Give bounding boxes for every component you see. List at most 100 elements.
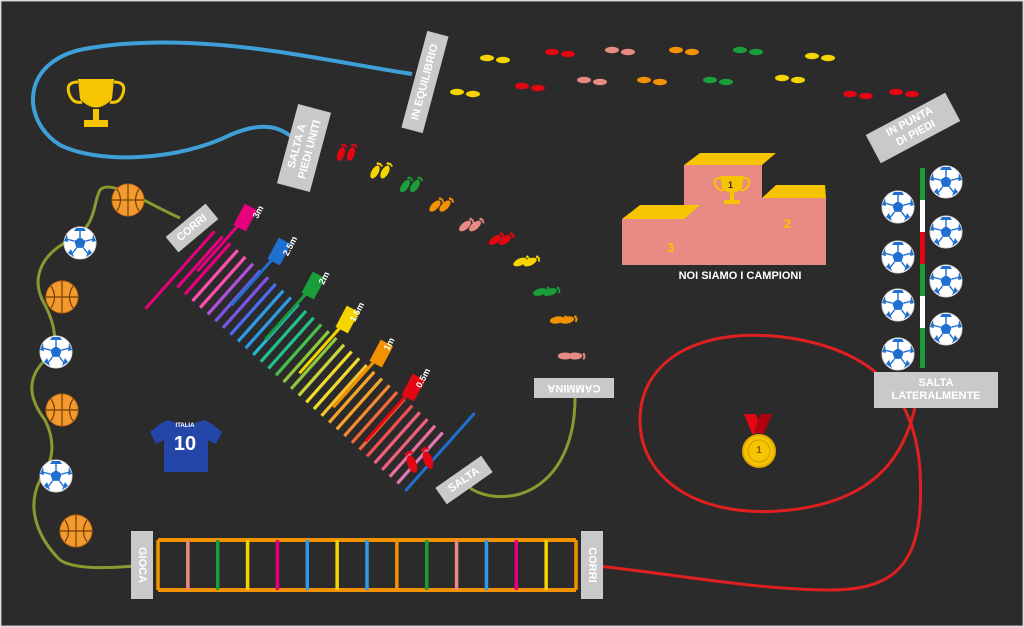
ladder-rung — [312, 357, 361, 411]
soccer-ball-icon — [39, 335, 73, 369]
tiptoe-print — [577, 76, 591, 84]
sign-salta-lateralmente: SALTA LATERALMENTE — [874, 372, 998, 408]
tiptoe-print — [480, 54, 494, 62]
tricolor-pole — [920, 168, 925, 368]
soccer-ball-icon — [881, 288, 915, 322]
tiptoe-print — [859, 92, 873, 100]
ladder-rung — [183, 242, 232, 296]
tiptoe-print — [805, 52, 819, 60]
sign-gioca: GIOCA — [131, 531, 153, 599]
footprint-trail-tiptoe — [450, 46, 919, 100]
ladder-rung — [305, 350, 353, 404]
ladder-rung — [282, 330, 331, 384]
ladder-rung — [396, 431, 444, 485]
ladder-rung — [229, 282, 277, 336]
distance-marker — [196, 219, 244, 273]
distance-marker — [298, 321, 346, 375]
podium-caption: NOI SIAMO I CAMPIONI — [678, 270, 802, 282]
ladder-rung — [259, 309, 308, 363]
distance-marker — [364, 389, 412, 443]
balance-line-blue — [30, 40, 413, 160]
ladder-rung — [297, 343, 346, 397]
tiptoe-print — [775, 74, 789, 82]
ladder-rung — [267, 316, 315, 370]
soccer-ball-icon — [881, 337, 915, 371]
tiptoe-print — [637, 76, 651, 84]
ladder-rung — [343, 384, 391, 438]
tiptoe-print — [466, 90, 480, 98]
basketball-icon — [45, 393, 79, 427]
tiptoe-print — [733, 46, 747, 54]
medal-icon — [742, 414, 776, 468]
distance-flag — [369, 339, 394, 368]
distance-marker — [332, 355, 380, 409]
ladder-rung — [381, 418, 429, 471]
tiptoe-print — [605, 46, 619, 54]
distance-marker — [264, 287, 312, 341]
agility-ladder — [156, 538, 578, 592]
olive-connector-line — [469, 397, 577, 499]
podium-number-first: 1 — [728, 180, 734, 190]
soccer-ball-icon — [929, 165, 963, 199]
tiptoe-print — [685, 48, 699, 56]
tiptoe-print — [593, 78, 607, 86]
distance-flag — [301, 271, 326, 300]
distance-flag — [401, 373, 426, 402]
tiptoe-print — [889, 88, 903, 96]
ladder-rung — [198, 255, 247, 309]
tiptoe-print — [450, 88, 464, 96]
tiptoe-print — [703, 76, 717, 84]
ladder-rung — [176, 235, 224, 289]
tiptoe-print — [821, 54, 835, 62]
soccer-ball-icon — [929, 264, 963, 298]
podium-number-second: 2 — [784, 216, 792, 231]
tiptoe-print — [669, 46, 683, 54]
ladder-rung — [236, 289, 285, 343]
tiptoe-print — [749, 48, 763, 56]
ladder-rung — [289, 336, 338, 390]
distance-flag — [267, 237, 292, 266]
ladder-rung — [244, 296, 293, 350]
ladder-rung — [335, 377, 384, 431]
tiptoe-print — [843, 90, 857, 98]
ladder-rung — [320, 363, 368, 417]
tiptoe-print — [791, 76, 805, 84]
ladder-end-bar — [404, 412, 476, 492]
soccer-ball-icon — [63, 226, 97, 260]
tiptoe-print — [653, 78, 667, 86]
shirt-icon — [150, 420, 222, 472]
basketball-icon — [45, 280, 79, 314]
ladder-rung — [388, 424, 437, 478]
podium-number-third: 3 — [667, 240, 675, 255]
distance-marker — [230, 253, 278, 307]
ladder-rung — [274, 323, 323, 377]
soccer-ball-icon — [39, 459, 73, 493]
tiptoe-print — [531, 84, 545, 92]
soccer-ball-icon — [881, 190, 915, 224]
tiptoe-print — [496, 56, 510, 64]
ladder-rung — [365, 404, 414, 458]
soccer-ball-icon — [929, 215, 963, 249]
distance-flag — [233, 203, 258, 232]
ladder-rung — [373, 411, 422, 465]
shirt-number: 10 — [173, 433, 197, 455]
ladder-rung — [350, 390, 399, 444]
soccer-ball-icon — [881, 240, 915, 274]
sign-corri-bottom: CORRI — [581, 531, 603, 599]
ladder-end-bar — [144, 230, 216, 310]
tiptoe-print — [545, 48, 559, 56]
shirt-brand: ITALIA — [175, 423, 195, 429]
medal-number: 1 — [756, 445, 762, 456]
distance-flag — [335, 305, 360, 334]
tiptoe-print — [621, 48, 635, 56]
podium-icon — [622, 153, 826, 265]
ladder-rung — [327, 370, 376, 424]
soccer-ball-icon — [929, 312, 963, 346]
tiptoe-print — [719, 78, 733, 86]
tiptoe-print — [515, 82, 529, 90]
ladder-rung — [191, 249, 239, 302]
tiptoe-print — [905, 90, 919, 98]
trophy-icon — [66, 79, 126, 127]
